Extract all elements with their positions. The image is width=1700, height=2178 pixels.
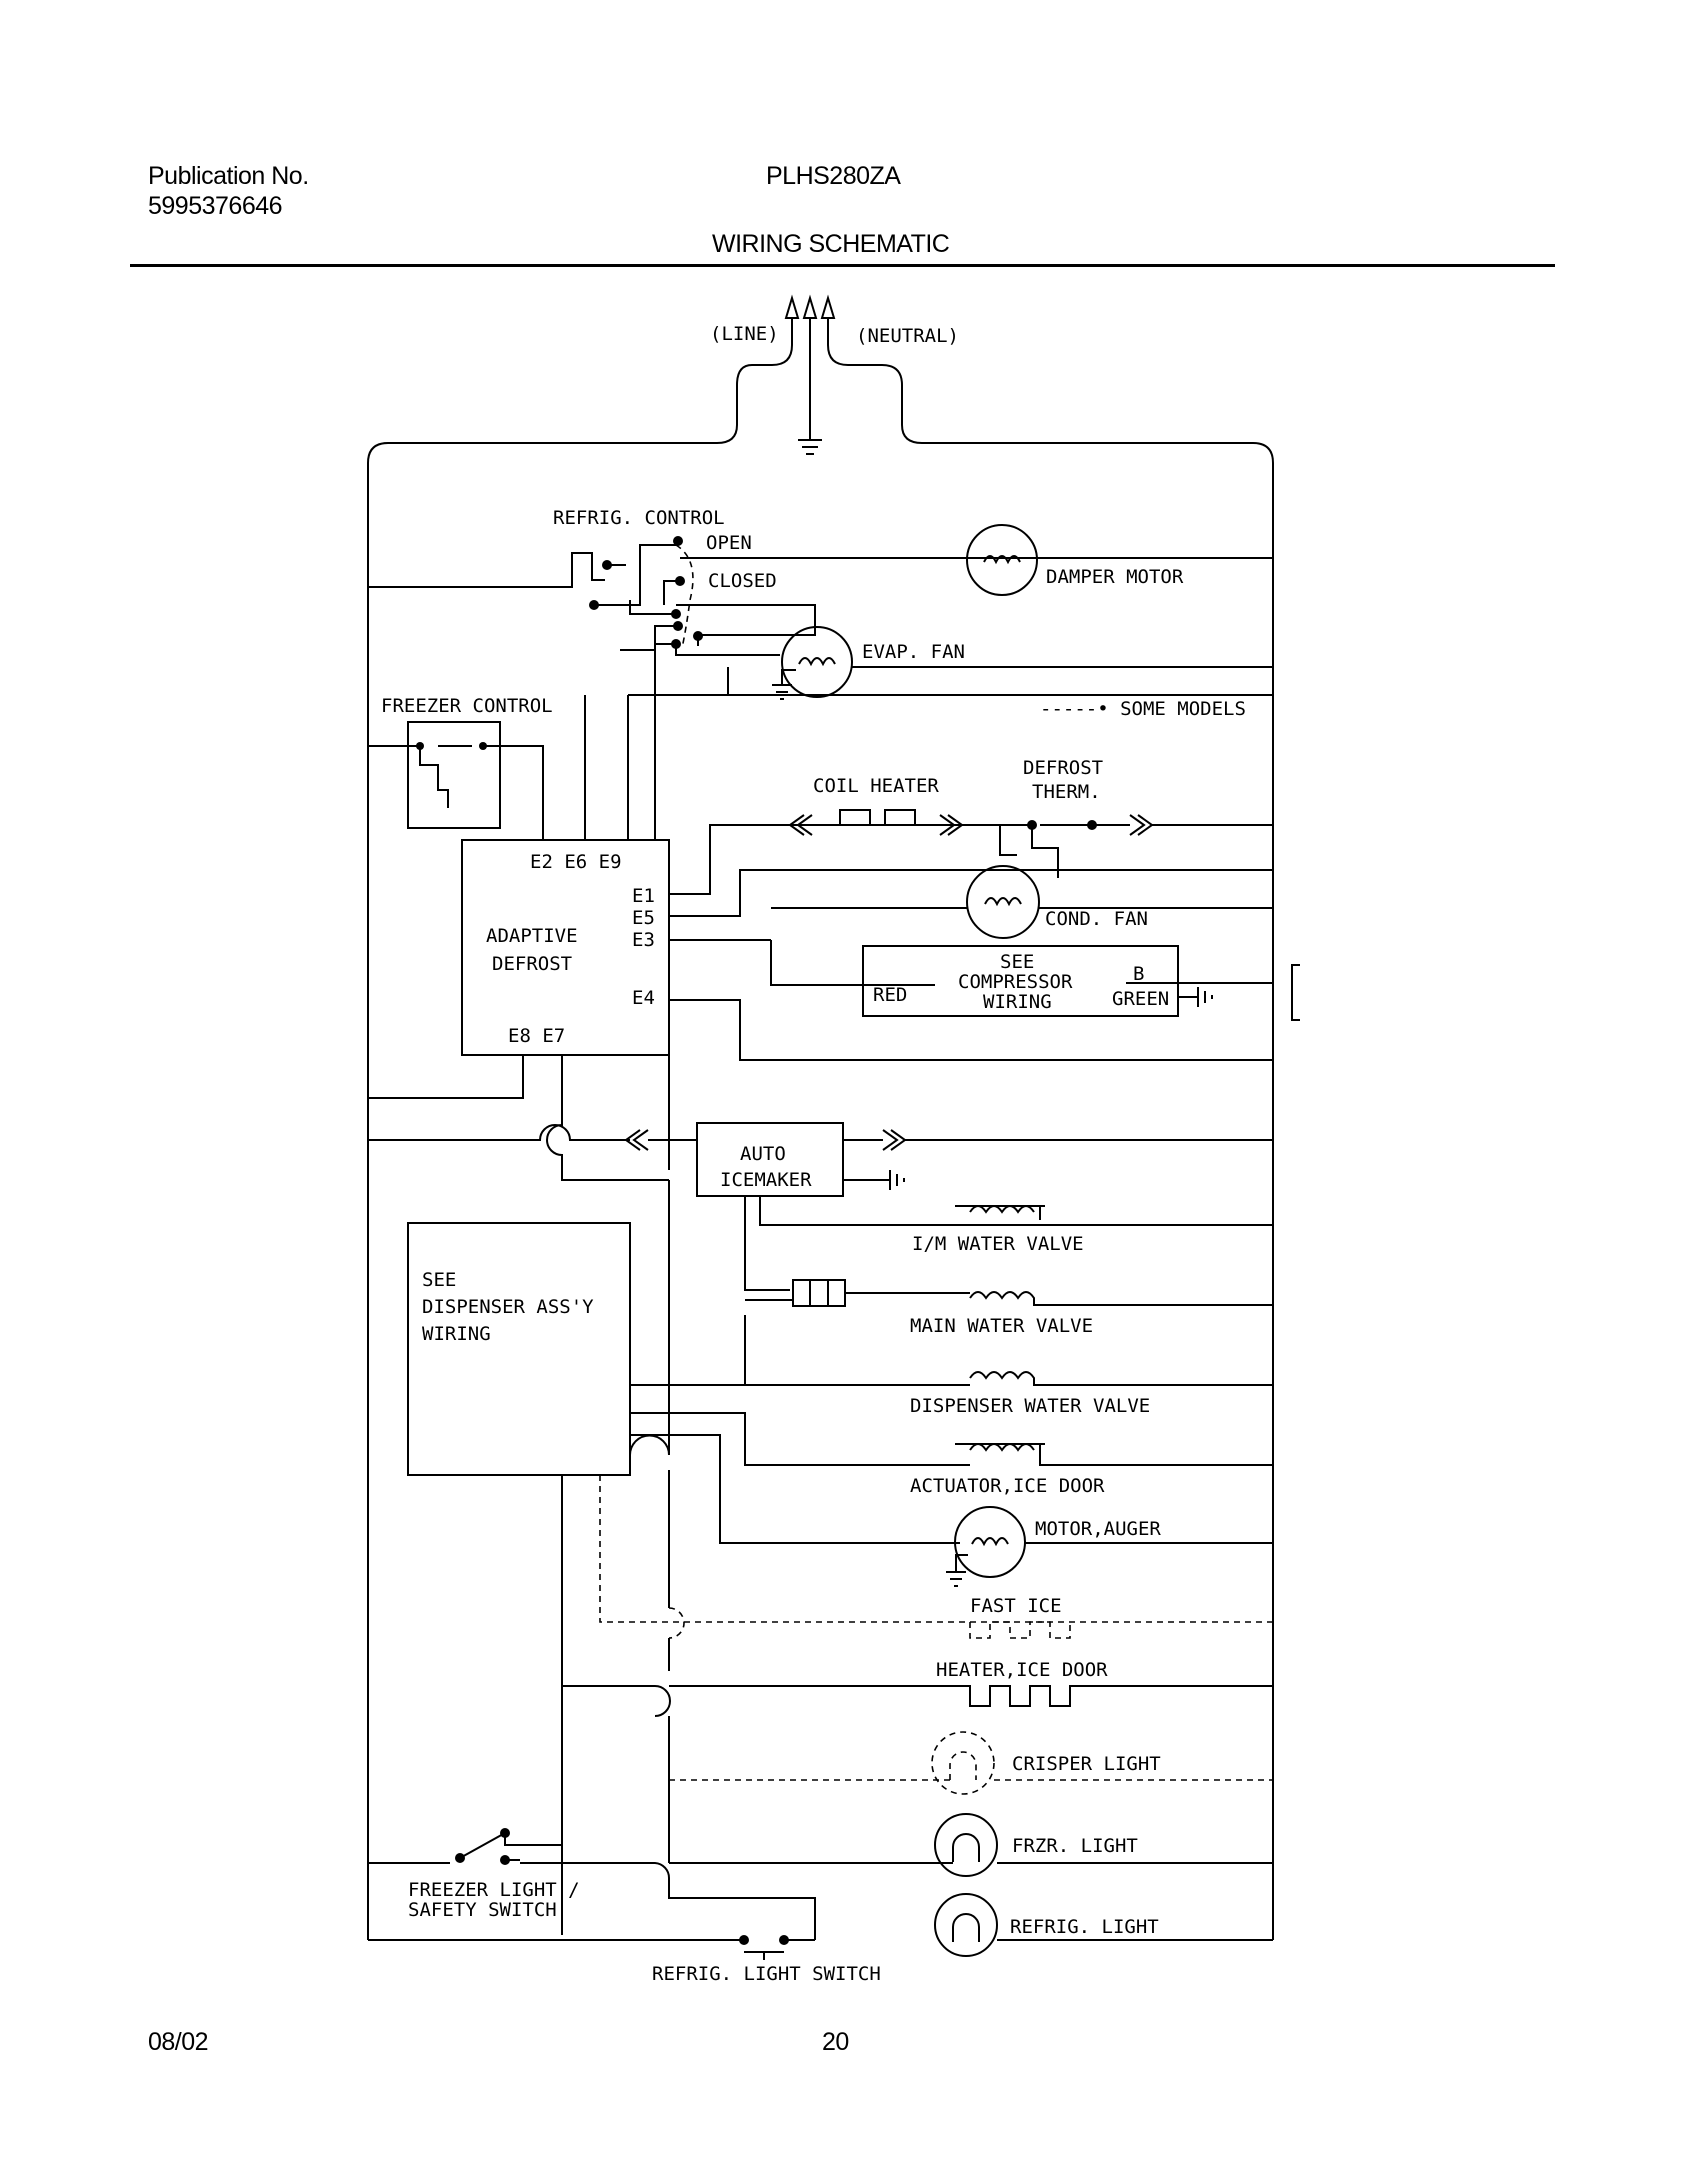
auto-label: AUTO bbox=[740, 1143, 786, 1165]
dispenser-water-valve-label: DISPENSER WATER VALVE bbox=[910, 1395, 1150, 1417]
evap-fan-label: EVAP. FAN bbox=[862, 641, 965, 663]
see-compressor-1: SEE bbox=[1000, 951, 1034, 973]
adaptive-label: ADAPTIVE bbox=[486, 925, 578, 947]
publication-number: 5995376646 bbox=[148, 192, 283, 220]
pin-e4: E4 bbox=[632, 987, 655, 1009]
icemaker-label: ICEMAKER bbox=[720, 1169, 812, 1191]
see-compressor-3: WIRING bbox=[983, 991, 1052, 1013]
adaptive-top-pins: E2 E6 E9 bbox=[530, 851, 622, 873]
see-dispenser-3: WIRING bbox=[422, 1323, 491, 1345]
coil-heater-and-therm: COIL HEATER DEFROST THERM. bbox=[788, 757, 1273, 878]
cond-fan-label: COND. FAN bbox=[1045, 908, 1148, 930]
footer-date: 08/02 bbox=[148, 2028, 209, 2056]
lights: CRISPER LIGHT FRZR. LIGHT REFRIG. LIGHT bbox=[368, 1731, 1273, 1957]
defrost-therm-label-1: DEFROST bbox=[1023, 757, 1103, 779]
motor-auger: MOTOR,AUGER bbox=[946, 1506, 1273, 1587]
refrig-control-label: REFRIG. CONTROL bbox=[553, 507, 725, 529]
power-supply: (LINE) (NEUTRAL) bbox=[367, 294, 1274, 1940]
auto-icemaker: AUTO ICEMAKER bbox=[624, 1122, 1273, 1291]
adaptive-bottom-pins: E8 E7 bbox=[508, 1025, 565, 1047]
pin-e1: E1 bbox=[632, 885, 655, 907]
frzr-light-label: FRZR. LIGHT bbox=[1012, 1835, 1138, 1857]
title-rule bbox=[130, 264, 1555, 267]
dispenser-assembly: SEE DISPENSER ASS'Y WIRING bbox=[407, 1180, 1273, 1935]
closed-label: CLOSED bbox=[708, 570, 777, 592]
line-label: (LINE) bbox=[710, 323, 779, 345]
pin-e5: E5 bbox=[632, 907, 655, 929]
freezer-control: FREEZER CONTROL bbox=[368, 695, 553, 840]
publication-label: Publication No. bbox=[148, 162, 309, 190]
freezer-switch-label-2: SAFETY SWITCH bbox=[408, 1899, 557, 1921]
coil-heater-label: COIL HEATER bbox=[813, 775, 939, 797]
model-number: PLHS280ZA bbox=[766, 162, 901, 190]
open-label: OPEN bbox=[706, 532, 752, 554]
freezer-switch-label-1: FREEZER LIGHT / bbox=[408, 1879, 580, 1901]
actuator-ice-door-label: ACTUATOR,ICE DOOR bbox=[910, 1475, 1105, 1497]
evap-fan: EVAP. FAN bbox=[584, 626, 1273, 840]
motor-auger-label: MOTOR,AUGER bbox=[1035, 1518, 1161, 1540]
cond-fan-and-compressor: COND. FAN SEE COMPRESSOR WIRING RED B GR… bbox=[770, 865, 1300, 1021]
see-dispenser-1: SEE bbox=[422, 1269, 456, 1291]
water-valves: I/M WATER VALVE MAIN WATER VALVE DISPENS… bbox=[630, 1205, 1273, 1497]
heater-ice-door: HEATER,ICE DOOR bbox=[562, 1638, 1273, 1863]
crisper-light-label: CRISPER LIGHT bbox=[1012, 1753, 1161, 1775]
see-dispenser-2: DISPENSER ASS'Y bbox=[422, 1296, 594, 1318]
bus-wiring bbox=[368, 1055, 670, 1181]
freezer-control-label: FREEZER CONTROL bbox=[381, 695, 553, 717]
main-water-valve-label: MAIN WATER VALVE bbox=[910, 1315, 1093, 1337]
adaptive-defrost: E2 E6 E9 E1 E5 E3 E4 ADAPTIVE DEFROST E8… bbox=[368, 824, 1273, 1120]
neutral-label: (NEUTRAL) bbox=[856, 325, 959, 347]
defrost-therm-label-2: THERM. bbox=[1032, 781, 1101, 803]
refrig-light-switch-label: REFRIG. LIGHT SWITCH bbox=[652, 1963, 881, 1985]
page-title: WIRING SCHEMATIC bbox=[712, 230, 950, 258]
refrig-light-label: REFRIG. LIGHT bbox=[1010, 1916, 1159, 1938]
damper-motor-label: DAMPER MOTOR bbox=[1046, 566, 1184, 588]
im-water-valve-label: I/M WATER VALVE bbox=[912, 1233, 1084, 1255]
b-label: B bbox=[1133, 963, 1144, 985]
green-wire-label: GREEN bbox=[1112, 988, 1169, 1010]
fast-ice: FAST ICE bbox=[668, 1595, 1071, 1639]
fast-ice-label: FAST ICE bbox=[970, 1595, 1062, 1617]
page-number: 20 bbox=[822, 2028, 849, 2056]
red-wire-label: RED bbox=[873, 984, 907, 1006]
some-models-label: -----• SOME MODELS bbox=[1040, 698, 1246, 720]
switches: FREEZER LIGHT / SAFETY SWITCH REFRIG. LI… bbox=[368, 1800, 881, 1985]
refrig-control: REFRIG. CONTROL OPEN CLOSED DAMPER MOTOR bbox=[368, 507, 1273, 651]
heater-ice-door-label: HEATER,ICE DOOR bbox=[936, 1659, 1108, 1681]
pin-e3: E3 bbox=[632, 929, 655, 951]
see-compressor-2: COMPRESSOR bbox=[958, 971, 1073, 993]
defrost-label: DEFROST bbox=[492, 953, 572, 975]
